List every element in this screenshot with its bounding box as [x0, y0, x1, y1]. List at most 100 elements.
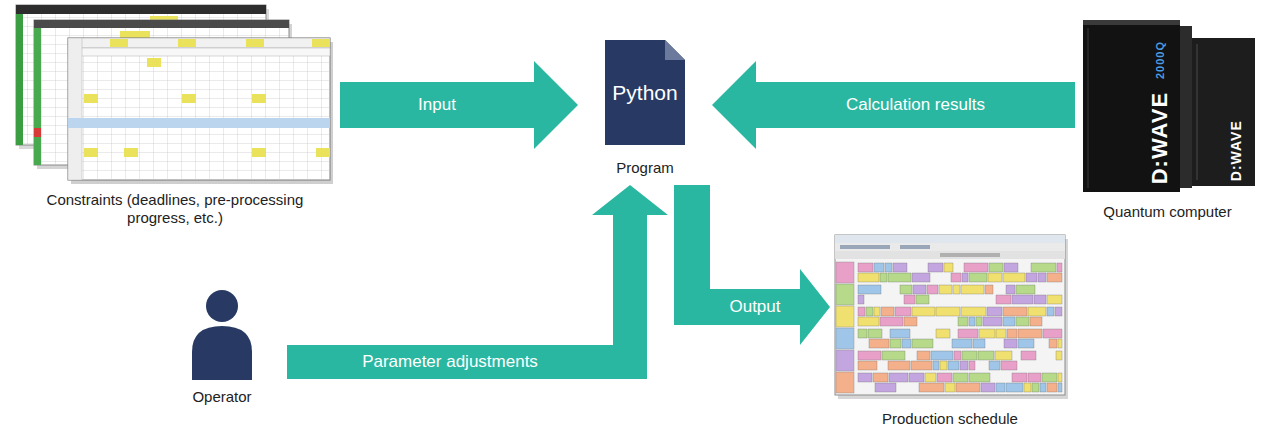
schedule-bars	[979, 329, 995, 338]
schedule-bars	[1058, 373, 1062, 382]
schedule-bars	[989, 263, 1003, 272]
block-arrow	[340, 61, 578, 149]
node-caption: Constraints (deadlines, pre-processing p…	[15, 191, 335, 227]
schedule-bars	[996, 329, 1006, 338]
quantum-computer-illustration	[1192, 38, 1255, 186]
schedule-bars	[888, 361, 910, 370]
schedule-bars	[1001, 361, 1017, 370]
spreadsheet-illustration	[182, 94, 196, 103]
arrow-label: Input	[416, 95, 458, 115]
spreadsheet-illustration	[68, 38, 82, 180]
schedule-bars	[1043, 329, 1062, 338]
schedule-bars	[1030, 317, 1042, 326]
schedule-bars	[973, 339, 985, 348]
schedule-bars	[858, 317, 879, 326]
schedule-bars	[1028, 307, 1046, 316]
schedule-bars	[893, 263, 907, 272]
schedule-bars	[868, 329, 882, 338]
schedule-bars	[1018, 329, 1042, 338]
schedule-bars	[1026, 273, 1037, 282]
schedule-bars	[1003, 273, 1025, 282]
schedule-bars	[858, 307, 865, 316]
schedule-screenshot	[835, 235, 1065, 395]
schedule-bars	[912, 307, 935, 316]
spreadsheet-illustration	[120, 31, 150, 38]
schedule-bars	[981, 383, 995, 392]
schedule-bars	[1003, 307, 1027, 316]
schedule-bars	[1006, 383, 1023, 392]
schedule-bars	[902, 339, 911, 348]
schedule-bars	[866, 307, 873, 316]
schedule-bars	[1056, 351, 1062, 360]
schedule-bars	[919, 383, 944, 392]
schedule-bars	[1047, 295, 1062, 304]
schedule-bars	[983, 317, 1002, 326]
schedule-bars	[1034, 295, 1046, 304]
schedule-bars	[858, 285, 881, 294]
schedule-bars	[985, 285, 993, 294]
spreadsheet-illustration	[252, 148, 266, 157]
schedule-bars	[936, 307, 960, 316]
block-arrow	[674, 185, 830, 345]
quantum-computer-illustration	[1196, 44, 1198, 180]
spreadsheet-illustration	[68, 118, 330, 128]
schedule-bars	[928, 263, 943, 272]
schedule-bars	[900, 285, 912, 294]
schedule-bars	[962, 351, 977, 360]
schedule-bars	[1016, 317, 1029, 326]
schedule-bars	[858, 273, 879, 282]
spreadsheet-illustration	[16, 5, 333, 184]
schedule-bars	[858, 361, 877, 370]
production-schedule: Production schedule	[830, 228, 1070, 433]
schedule-bars	[836, 262, 854, 283]
block-arrow	[712, 61, 1075, 149]
schedule-bars	[969, 273, 987, 282]
schedule-bars	[1047, 273, 1062, 282]
schedule-bars	[1040, 383, 1046, 392]
quantum-computer-illustration	[1087, 28, 1089, 188]
schedule-bars	[858, 373, 872, 382]
spreadsheet-illustration	[316, 148, 330, 157]
schedule-bars	[858, 295, 864, 304]
schedule-bars	[952, 339, 972, 348]
spreadsheet-illustration	[178, 39, 196, 47]
schedule-bars	[958, 317, 968, 326]
logo-text: 2000Q	[1154, 41, 1166, 79]
schedule-bars	[1007, 329, 1017, 338]
schedule-bars	[1047, 383, 1057, 392]
schedule-bars	[1042, 373, 1057, 382]
schedule-bars	[836, 372, 854, 393]
schedule-bars	[964, 263, 988, 272]
schedule-bars	[1012, 373, 1027, 382]
schedule-bars	[1003, 317, 1015, 326]
schedule-bars	[904, 295, 915, 304]
operator-figure	[192, 290, 252, 380]
schedule-bars	[996, 383, 1005, 392]
spreadsheet-illustration	[68, 38, 330, 48]
schedule-bars	[836, 284, 854, 305]
spreadsheet-illustration	[34, 28, 41, 165]
spreadsheet-illustration	[124, 148, 138, 157]
logo-text: D:WAVE	[1148, 92, 1172, 184]
schedule-bars	[1055, 307, 1062, 316]
schedule-bars	[931, 351, 953, 360]
schedule-bars	[951, 273, 961, 282]
spreadsheet-illustration	[34, 128, 41, 137]
schedule-screenshot	[835, 235, 1065, 243]
schedule-bars	[890, 329, 910, 338]
schedule-bars	[836, 350, 854, 371]
schedule-bars	[909, 373, 924, 382]
schedule-bars	[933, 361, 939, 370]
schedule-screenshot	[835, 243, 1065, 251]
schedule-bars	[956, 383, 980, 392]
schedule-bars	[881, 307, 894, 316]
schedule-bars	[858, 351, 881, 360]
schedule-bars	[1058, 339, 1062, 348]
schedule-bars	[858, 263, 873, 272]
schedule-bars	[945, 383, 955, 392]
schedule-bars	[927, 285, 938, 294]
operator: Operator	[157, 285, 287, 410]
schedule-bars	[1058, 383, 1062, 392]
